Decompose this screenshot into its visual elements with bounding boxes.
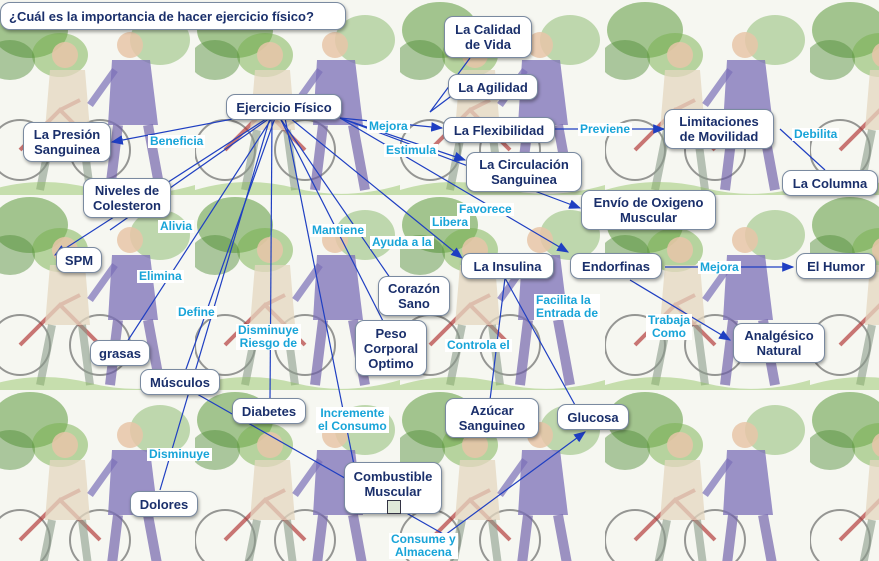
link-label-incremente: Incremente el Consumo bbox=[316, 407, 389, 433]
node-agilidad[interactable]: La Agilidad bbox=[448, 74, 538, 100]
link-label-facilita: Facilita la Entrada de bbox=[534, 294, 600, 320]
node-el-humor[interactable]: El Humor bbox=[796, 253, 876, 279]
node-analgesico-natural[interactable]: Analgésico Natural bbox=[733, 323, 825, 363]
link-label-elimina: Elimina bbox=[137, 270, 184, 283]
link-label-previene: Previene bbox=[578, 123, 632, 136]
node-glucosa[interactable]: Glucosa bbox=[557, 404, 629, 430]
link-label-libera: Libera bbox=[430, 216, 470, 229]
node-insulina[interactable]: La Insulina bbox=[461, 253, 554, 279]
link-label-disminuye: Disminuye bbox=[147, 448, 212, 461]
link-label-debilita: Debilita bbox=[792, 128, 839, 141]
link-label-ayuda-a-la: Ayuda a la bbox=[370, 236, 434, 249]
link-label-controla: Controla el bbox=[445, 339, 512, 352]
node-ejercicio-fisico[interactable]: Ejercicio Físico bbox=[226, 94, 342, 120]
node-corazon-sano[interactable]: Corazón Sano bbox=[378, 276, 450, 316]
image-attachment-icon[interactable] bbox=[387, 500, 401, 514]
node-colesterol[interactable]: Niveles de Colesteron bbox=[83, 178, 171, 218]
link-label-disminuye-riesgo: Disminuye Riesgo de bbox=[236, 324, 301, 350]
node-musculos[interactable]: Músculos bbox=[140, 369, 220, 395]
map-question-title: ¿Cuál es la importancia de hacer ejercic… bbox=[0, 2, 346, 30]
node-peso-corporal[interactable]: Peso Corporal Optimo bbox=[355, 320, 427, 376]
node-limitaciones-movilidad[interactable]: Limitaciones de Movilidad bbox=[664, 109, 774, 149]
node-la-columna[interactable]: La Columna bbox=[782, 170, 878, 196]
node-presion-sanguinea[interactable]: La Presión Sanguinea bbox=[23, 122, 111, 162]
link-label-consume: Consume y Almacena bbox=[389, 533, 458, 559]
node-endorfinas[interactable]: Endorfinas bbox=[570, 253, 662, 279]
link-label-define: Define bbox=[176, 306, 217, 319]
node-circulacion-sanguinea[interactable]: La Circulación Sanguinea bbox=[466, 152, 582, 192]
node-envio-oxigeno[interactable]: Envío de Oxigeno Muscular bbox=[581, 190, 716, 230]
node-flexibilidad[interactable]: La Flexibilidad bbox=[443, 117, 555, 143]
link-label-mantiene: Mantiene bbox=[310, 224, 366, 237]
link-label-estimula: Estimula bbox=[384, 144, 438, 157]
node-grasas[interactable]: grasas bbox=[90, 340, 150, 366]
link-label-beneficia: Beneficia bbox=[148, 135, 205, 148]
node-calidad-de-vida[interactable]: La Calidad de Vida bbox=[444, 16, 532, 58]
node-dolores[interactable]: Dolores bbox=[130, 491, 198, 517]
link-label-mejora-humor: Mejora bbox=[698, 261, 741, 274]
link-label-alivia: Alivia bbox=[158, 220, 194, 233]
link-label-trabaja-como: Trabaja Como bbox=[646, 314, 692, 340]
node-azucar-sanguineo[interactable]: Azúcar Sanguineo bbox=[445, 398, 539, 438]
node-spm[interactable]: SPM bbox=[56, 247, 102, 273]
node-diabetes[interactable]: Diabetes bbox=[232, 398, 306, 424]
link-label-mejora: Mejora bbox=[367, 120, 410, 133]
